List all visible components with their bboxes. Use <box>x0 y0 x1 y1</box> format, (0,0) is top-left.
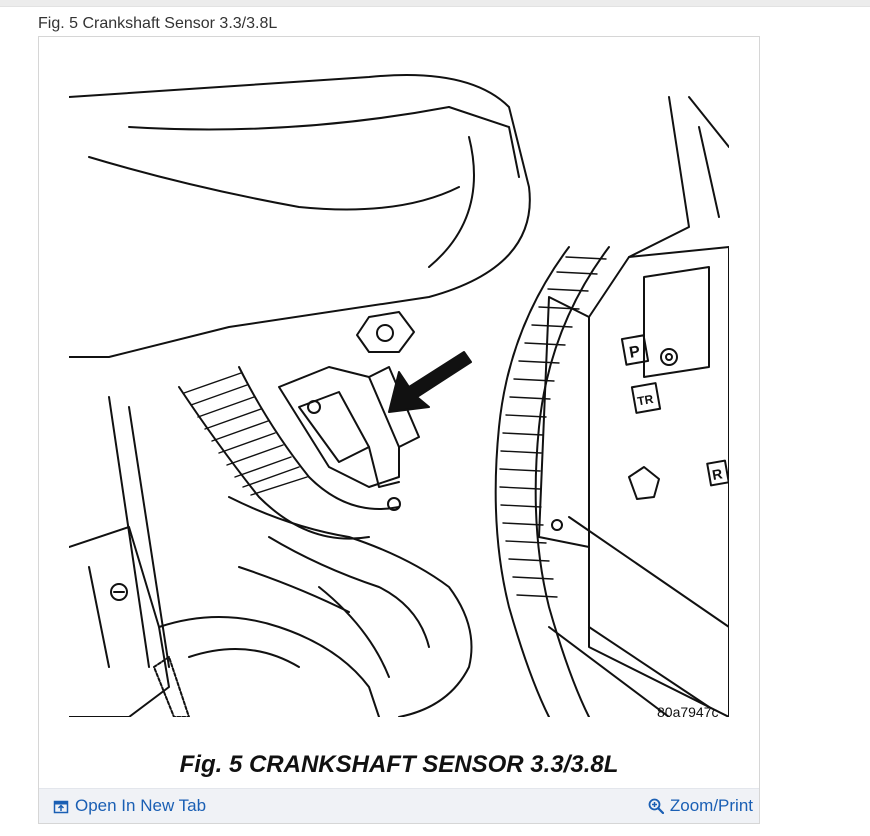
zoom-print-link[interactable]: Zoom/Print <box>648 796 753 816</box>
wiring-harness <box>494 246 570 717</box>
intake-housing <box>69 74 531 358</box>
top-bar <box>0 0 870 7</box>
crankshaft-sensor-drawing: P TR R <box>69 74 729 717</box>
air-duct <box>178 386 370 540</box>
embossed-letter-p: P <box>628 343 642 362</box>
figure-frame: P TR R <box>38 36 760 824</box>
pointer-arrow-icon <box>388 351 472 413</box>
intake-housing-inner <box>88 156 460 211</box>
magnifier-plus-icon <box>648 798 664 814</box>
figure-caption: Fig. 5 Crankshaft Sensor 3.3/3.8L <box>38 15 278 32</box>
embossed-letter-r: R <box>711 465 724 483</box>
pentastar-logo <box>628 466 660 500</box>
letter-box-p <box>620 334 650 366</box>
intake-housing-lip <box>128 106 450 131</box>
zoom-print-label: Zoom/Print <box>669 796 753 815</box>
drawing-code: 80a7947c <box>657 704 719 720</box>
left-bracket <box>69 526 170 717</box>
crankshaft-sensor <box>278 366 400 488</box>
module-box <box>588 246 729 717</box>
figure-action-bar: Open In New Tab Zoom/Print <box>39 788 759 823</box>
open-new-tab-label: Open In New Tab <box>75 796 207 815</box>
embossed-letter-tr: TR <box>636 392 655 409</box>
figure-title: Fig. 5 CRANKSHAFT SENSOR 3.3/3.8L <box>179 751 619 778</box>
open-new-tab-icon <box>53 800 69 814</box>
open-new-tab-link[interactable]: Open In New Tab <box>53 796 206 816</box>
taped-harness <box>228 496 473 717</box>
